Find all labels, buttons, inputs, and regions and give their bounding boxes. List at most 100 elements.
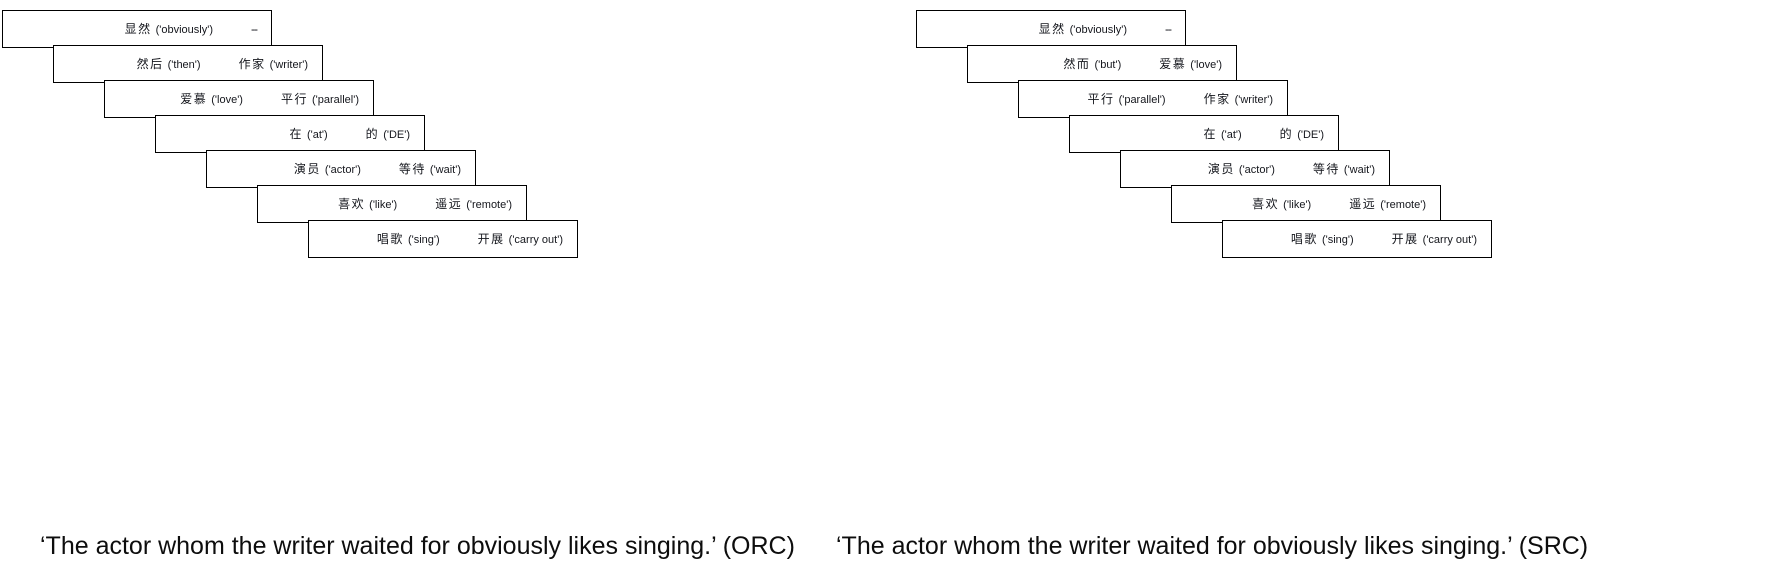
word-pair: 演员('actor') 等待('wait') [294,163,461,176]
hanzi-text: 等待 [398,161,426,176]
hanzi-text: 演员 [293,161,321,176]
word-cell-right: 开展('carry out') [478,233,563,246]
word-cell-right: 的('DE') [1280,128,1324,141]
gloss-text: ('remote') [1380,198,1426,211]
gloss-text: ('remote') [466,198,512,211]
word-pair: 喜欢('like')遥远('remote') [338,198,512,211]
word-cell-right: 作家('writer') [239,58,308,71]
word-frame-content: 显然('obviously') -- [3,11,271,47]
word-frame-box: 演员('actor') 等待('wait') [206,150,476,188]
word-pair: 唱歌('sing') 开展('carry out') [377,233,563,246]
word-frame-box: 显然('obviously') -- [916,10,1186,48]
word-frame-box: 然而('but') 爱慕('love') [967,45,1237,83]
hanzi-text: 显然 [124,22,152,36]
word-frame-content: 喜欢('like')遥远('remote') [258,186,526,222]
hanzi-text: 的 [1279,126,1294,141]
word-cell-right: 等待('wait') [1313,163,1375,176]
hanzi-text: 爱慕 [1159,56,1187,71]
word-frame-content: 爱慕('love') 平行 ('parallel') [105,81,373,117]
hanzi-text: 在 [289,126,303,141]
gloss-text: ('DE') [383,128,410,141]
hanzi-text: 爱慕 [180,91,208,106]
word-frame-box: 显然('obviously') -- [2,10,272,48]
hanzi-text: 平行 [280,91,308,106]
gloss-text: ('wait') [1343,163,1375,176]
word-frame-content: 演员('actor') 等待('wait') [207,151,475,187]
word-pair: 然后('then') 作家('writer') [137,58,308,71]
word-frame-box: 演员('actor') 等待('wait') [1120,150,1390,188]
hanzi-text: 开展 [477,231,505,246]
word-frame-content: 在('at') 的('DE') [156,116,424,152]
word-cell-left: 在('at') [289,128,327,141]
panel-orc: 显然('obviously') -- 然后('then') 作家('writer') 爱… [0,0,800,569]
word-frame-box: 在('at') 的('DE') [155,115,425,153]
word-cell-right: 平行 ('parallel') [281,93,359,106]
word-cell-left: 平行('parallel') [1088,93,1166,106]
gloss-text: ('DE') [1297,128,1324,141]
hanzi-text: 的 [365,126,380,141]
word-cell-left: 然后('then') [137,58,201,71]
word-frame-content: 演员('actor') 等待('wait') [1121,151,1389,187]
word-frame-box: 然后('then') 作家('writer') [53,45,323,83]
word-cell-left: 喜欢('like') [1252,198,1311,211]
word-pair: 演员('actor') 等待('wait') [1208,163,1375,176]
gloss-text: ('parallel') [312,93,359,106]
word-cell-left: 唱歌('sing') [1291,233,1354,246]
word-frame-content: 平行('parallel') 作家('writer') [1019,81,1287,117]
word-frame-box: 在('at')的('DE') [1069,115,1339,153]
word-frame-box: 爱慕('love') 平行 ('parallel') [104,80,374,118]
gloss-text: ('actor') [1238,163,1275,176]
word-frame-content: 然后('then') 作家('writer') [54,46,322,82]
word-frame-content: 唱歌('sing') 开展('carry out') [1223,221,1491,257]
word-frame-content: 喜欢('like') 遥远('remote') [1172,186,1440,222]
word-pair: 唱歌('sing') 开展('carry out') [1291,233,1477,246]
hanzi-text: 喜欢 [1252,196,1280,211]
word-frame-content: 然而('but') 爱慕('love') [968,46,1236,82]
hanzi-text: 唱歌 [376,231,404,246]
hanzi-text: 演员 [1207,161,1235,176]
word-cell-left: 爱慕('love') [180,93,243,106]
word-frame-box: 喜欢('like') 遥远('remote') [1171,185,1441,223]
word-cell-left: 然而('but') [1063,58,1121,71]
hanzi-text: 开展 [1391,231,1419,246]
gloss-text: ('like') [1283,198,1312,211]
gloss-text: ('obviously') [1069,24,1127,36]
word-pair: 显然('obviously') -- [1038,22,1172,36]
word-pair: 显然('obviously') -- [125,22,258,36]
placeholder-dash: -- [251,22,258,36]
gloss-text: ('actor') [324,163,361,176]
gloss-text: ('sing') [407,233,440,246]
hanzi-text: 显然 [1038,22,1066,36]
word-pair: 在('at') 的('DE') [289,128,410,141]
hanzi-text: 作家 [1203,91,1231,106]
gloss-text: ('wait') [429,163,461,176]
gloss-text: ('writer') [269,58,308,71]
hanzi-text: 遥远 [1349,196,1377,211]
gloss-text: ('at') [306,128,328,141]
word-cell-right: 作家('writer') [1204,93,1273,106]
panel-src: 显然('obviously')--然而('but')爱慕('love')平行('… [800,0,1772,569]
word-frame-box: 唱歌('sing') 开展('carry out') [308,220,578,258]
word-cell-right: 开展('carry out') [1392,233,1477,246]
word-cell-left: 显然('obviously') [125,23,213,36]
word-cell-left: 喜欢('like') [338,198,397,211]
word-cell-left: 唱歌('sing') [377,233,440,246]
gloss-text: ('sing') [1321,233,1354,246]
word-cell-left: 演员('actor') [294,163,361,176]
word-pair: 在('at')的('DE') [1203,128,1324,141]
word-pair: 爱慕('love') 平行 ('parallel') [180,93,359,106]
caption-src: ‘The actor whom the writer waited for ob… [836,532,1589,560]
word-frame-box: 喜欢('like')遥远('remote') [257,185,527,223]
hanzi-text: 喜欢 [338,196,366,211]
gloss-text: ('love') [1190,58,1222,71]
gloss-text: ('carry out') [1422,233,1477,246]
placeholder-dash: -- [1165,22,1172,36]
hanzi-text: 作家 [238,56,266,71]
hanzi-text: 平行 [1087,91,1115,106]
gloss-text: ('parallel') [1118,93,1166,106]
word-cell-right: 爱慕('love') [1159,58,1222,71]
hanzi-text: 唱歌 [1290,231,1318,246]
hanzi-text: 在 [1203,126,1217,141]
gloss-text: ('carry out') [508,233,563,246]
